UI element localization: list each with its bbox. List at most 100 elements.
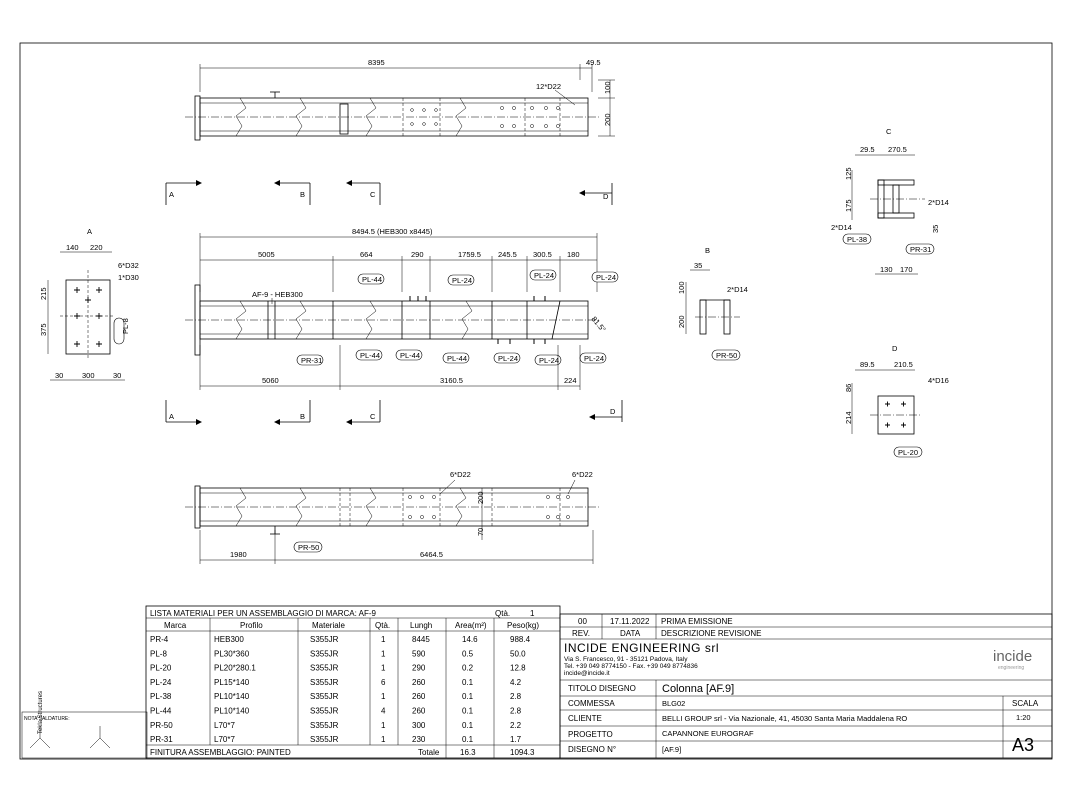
top-dim-end: 49.5	[586, 58, 601, 67]
bottom-hole-left: 6*D22	[450, 470, 471, 479]
detail-b-title: B	[705, 246, 710, 255]
table-cell: 2.8	[510, 692, 522, 701]
table-cell: 50.0	[510, 649, 526, 658]
tag-pl24-top-b: PL-24	[534, 271, 554, 280]
table-cell: S355JR	[310, 649, 339, 658]
rev-no: 00	[578, 617, 587, 626]
table-cell: 8445	[412, 635, 430, 644]
front-dim-290: 290	[411, 250, 424, 259]
detail-d-89: 89.5	[860, 360, 875, 369]
company-logo: incide	[993, 648, 1032, 665]
table-cell: PL15*140	[214, 678, 250, 687]
materials-total-area: 16.3	[460, 748, 476, 757]
col-lungh: Lungh	[410, 621, 432, 630]
tag-pl44-top: PL-44	[362, 275, 382, 284]
detail-b-tag: PR-50	[716, 351, 737, 360]
bottom-dim-70: 70	[476, 528, 485, 536]
detail-b-35: 35	[694, 261, 702, 270]
detail-a-tag: PL-8	[121, 318, 130, 334]
table-cell: 0.1	[462, 707, 474, 716]
bottom-tag-pr50: PR-50	[298, 543, 319, 552]
detail-a-30b: 30	[113, 371, 121, 380]
detail-a-title: A	[87, 227, 92, 236]
table-cell: PL-38	[150, 692, 172, 701]
tag-pl44-c: PL-44	[447, 354, 467, 363]
rev-date: 17.11.2022	[610, 617, 650, 626]
front-dim-664: 664	[360, 250, 373, 259]
detail-c-tag-a: PL-38	[847, 235, 867, 244]
bottom-hole-right: 6*D22	[572, 470, 593, 479]
top-dim-total: 8395	[368, 58, 385, 67]
table-cell: 0.1	[462, 692, 474, 701]
detail-b-holes: 2*D14	[727, 285, 748, 294]
detail-d-86: 86	[844, 384, 853, 392]
front-dim-5005: 5005	[258, 250, 275, 259]
table-cell: 260	[412, 678, 426, 687]
table-cell: 230	[412, 735, 426, 744]
top-dim-200: 200	[603, 113, 612, 126]
front-dim-3160: 3160.5	[440, 376, 463, 385]
table-cell: 1	[381, 664, 386, 673]
col-marca: Marca	[164, 621, 187, 630]
table-cell: PL-44	[150, 707, 172, 716]
materials-table: LISTA MATERIALI PER UN ASSEMBLAGGIO DI M…	[145, 605, 561, 759]
table-cell: 2.2	[510, 721, 522, 730]
detail-a-220: 220	[90, 243, 103, 252]
detail-c-175: 175	[844, 199, 853, 212]
table-cell: PL20*280.1	[214, 664, 256, 673]
section-b-label-low: B	[300, 412, 305, 421]
col-qta: Qtà.	[375, 621, 390, 630]
table-cell: 988.4	[510, 635, 531, 644]
rev-header-desc: DESCRIZIONE REVISIONE	[661, 629, 761, 638]
rev-header-rev: REV.	[572, 629, 590, 638]
weld-note-title: NOTA SALDATURE:	[24, 716, 70, 722]
tag-pl24-b: PL-24	[539, 356, 559, 365]
sheet-border	[19, 42, 1053, 760]
table-cell: 14.6	[462, 635, 478, 644]
commessa-label: COMMESSA	[568, 699, 615, 708]
detail-c-170: 170	[900, 265, 913, 274]
tag-pr31: PR-31	[301, 356, 322, 365]
materials-title: LISTA MATERIALI PER UN ASSEMBLAGGIO DI M…	[150, 609, 377, 618]
front-dim-5060: 5060	[262, 376, 279, 385]
table-cell: 0.5	[462, 649, 474, 658]
materials-header-row: Marca Profilo Materiale Qtà. Lungh Area(…	[164, 621, 539, 630]
table-cell: 260	[412, 692, 426, 701]
detail-d-title: D	[892, 344, 898, 353]
table-cell: 0.1	[462, 678, 474, 687]
front-dim-300: 300.5	[533, 250, 552, 259]
rev-header-data: DATA	[620, 629, 641, 638]
disegno-label: DISEGNO N°	[568, 745, 616, 754]
company-email: incide@incide.it	[564, 670, 610, 677]
table-cell: PL-24	[150, 678, 172, 687]
table-cell: 1.7	[510, 735, 522, 744]
company-phone: Tel. +39 049 8774150 - Fax. +39 049 8774…	[564, 663, 698, 670]
detail-a-300: 300	[82, 371, 95, 380]
table-cell: S355JR	[310, 635, 339, 644]
top-hole-label: 12*D22	[536, 82, 561, 91]
materials-total-weight: 1094.3	[510, 748, 535, 757]
table-cell: S355JR	[310, 707, 339, 716]
detail-b-200: 200	[677, 315, 686, 328]
section-b-label: B	[300, 190, 305, 199]
detail-c-tag-b: PR-31	[910, 245, 931, 254]
table-cell: 0.1	[462, 721, 474, 730]
materials-total-label: Totale	[418, 748, 440, 757]
detail-a-holes2: 1*D30	[118, 273, 139, 282]
detail-c-29: 29.5	[860, 145, 875, 154]
detail-d: D 89.5 210.5 4*D16 86 214 PL-20	[844, 344, 949, 458]
table-cell: 260	[412, 707, 426, 716]
section-d-label-low: D	[610, 407, 616, 416]
table-cell: PL30*360	[214, 649, 250, 658]
front-mark-label: AF-9 - HEB300	[252, 290, 303, 299]
front-tags-bottom: PR-31 PL-44 PL-44 PL-44 PL-24 PL-24 PL-2…	[296, 349, 607, 366]
top-dim-100: 100	[603, 81, 612, 94]
front-dim-245: 245.5	[498, 250, 517, 259]
table-cell: PL-8	[150, 649, 167, 658]
table-cell: 2.8	[510, 707, 522, 716]
